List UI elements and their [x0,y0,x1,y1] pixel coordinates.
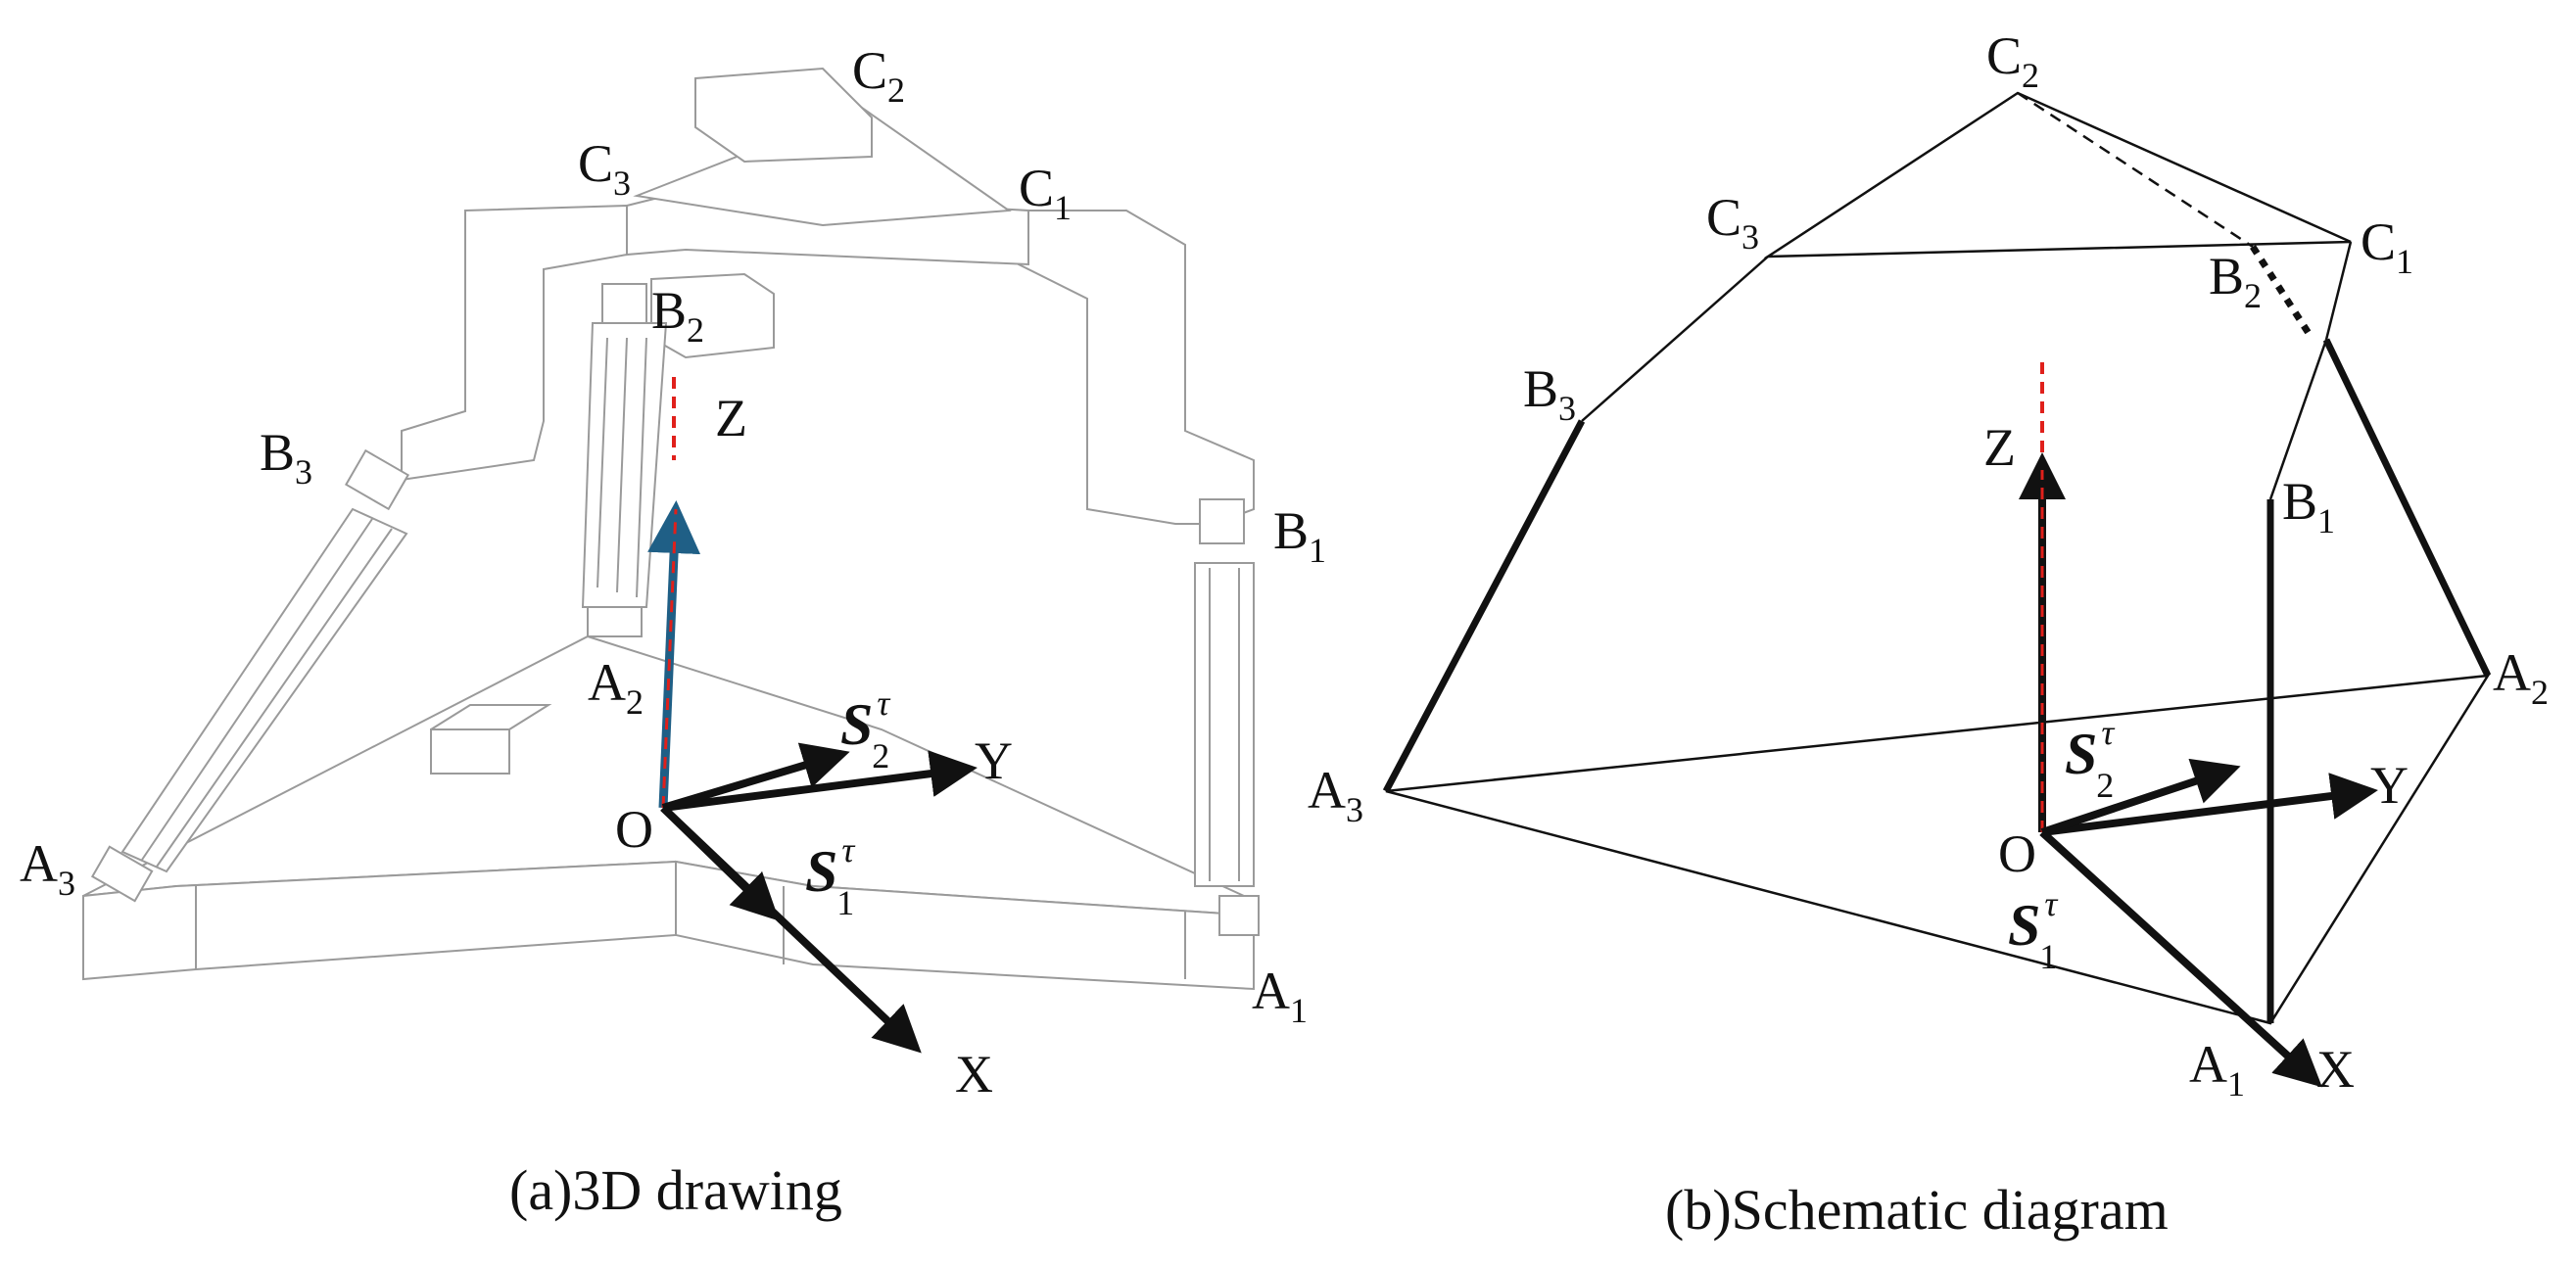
label-z-axis-3d: Z [715,389,747,447]
label-a3-schematic: A3 [1308,761,1363,829]
joint-b3 [344,448,410,511]
label-x-axis-schematic: X [2316,1040,2355,1099]
edge-c3-b3 [1581,256,1769,422]
caption-panel-b: (b)Schematic diagram [1665,1178,2169,1242]
label-b3-3d: B3 [260,423,312,492]
label-a2-3d: A2 [588,653,644,722]
upper-triangle-edges [1763,91,2352,258]
joint-a3 [90,845,154,903]
s1-vector-arrow-3d [660,805,780,921]
edge-b1-link-thin [2268,339,2328,500]
joint-a2 [587,606,643,637]
joint-a1 [1218,895,1260,936]
x-axis-arrow-schematic [2039,829,2322,1088]
leg-a1-b1-detail [1209,568,1240,881]
top-frame-right-arm [1018,210,1255,525]
label-origin-3d: O [615,800,653,859]
caption-panel-a: (a)3D drawing [509,1158,842,1222]
z-axis-dashed-overlay-3d [661,508,678,809]
label-c1-3d: C1 [1019,159,1072,227]
label-c3-schematic: C3 [1706,188,1759,257]
label-z-axis-schematic: Z [1983,418,2016,477]
leg-b2-dotted-schematic [2250,245,2314,340]
joint-b1 [1199,498,1245,544]
top-block-c2 [694,67,873,164]
label-c2-schematic: C2 [1986,26,2039,95]
base-triangle-edges [1385,674,2491,1025]
edge-c1-b1-thin [2324,241,2353,341]
label-a3-3d: A3 [20,834,75,903]
joint-b2 [601,283,647,324]
label-y-axis-3d: Y [975,731,1013,790]
label-c1-schematic: C1 [2361,212,2413,281]
edge-c2-b2-dashed [2017,91,2254,249]
leg-a2-b2-detail [596,337,647,598]
label-b1-3d: B1 [1273,501,1326,570]
label-b2-schematic: B2 [2209,247,2262,315]
label-a1-schematic: A1 [2189,1035,2245,1104]
label-c3-3d: C3 [578,134,631,203]
label-a1-3d: A1 [1252,962,1308,1030]
label-b2-3d: B2 [651,281,704,350]
y-axis-arrow-3d [662,750,978,812]
label-y-axis-schematic: Y [2370,756,2409,815]
label-c2-3d: C2 [852,41,905,110]
leg-a1-b1 [1194,562,1255,887]
leg-a3-b3-schematic [1382,419,1586,793]
leg-a3-b3 [120,507,408,873]
label-a2-schematic: A2 [2493,643,2549,712]
label-x-axis-3d: X [955,1045,993,1104]
y-axis-arrow-schematic [2041,773,2378,836]
label-b3-schematic: B3 [1523,359,1576,428]
s2-vector-arrow-schematic [2040,758,2241,836]
leg-a3-b3-detail [141,518,393,868]
leg-a2-b2 [581,322,668,608]
s2-vector-arrow-3d [661,742,850,812]
leg-a2-c1-schematic [2322,338,2492,678]
label-b1-schematic: B1 [2282,472,2335,540]
label-origin-schematic: O [1998,824,2036,883]
